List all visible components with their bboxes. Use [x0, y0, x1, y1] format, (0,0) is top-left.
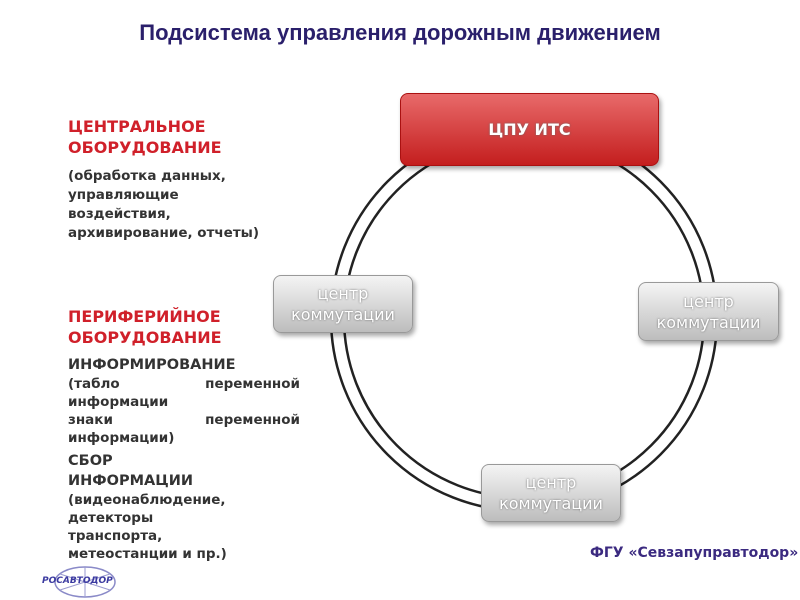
central-heading: ЦЕНТРАЛЬНОЕ ОБОРУДОВАНИЕ: [68, 117, 222, 157]
switch-center-bottom: центр коммутации: [481, 464, 621, 522]
footer-org: ФГУ «Севзапуправтодор»: [590, 545, 799, 561]
desc-line: управляющие: [68, 187, 179, 203]
central-desc: (обработка данных, управляющие воздейств…: [68, 167, 259, 243]
page-title: Подсистема управления дорожным движением: [139, 20, 661, 45]
info-line: информации: [68, 394, 169, 410]
collect-line: метеостанции и пр.): [68, 546, 227, 562]
collect-line: детекторы: [68, 510, 154, 526]
cpu-its-box: ЦПУ ИТС: [400, 93, 659, 166]
collect-heading: ИНФОРМАЦИИ: [68, 473, 193, 489]
info-block: ИНФОРМИРОВАНИЕ (табло переменной информа…: [68, 355, 300, 447]
info-heading: ИНФОРМИРОВАНИЕ: [68, 357, 236, 373]
desc-line: архивирование, отчеты): [68, 225, 260, 241]
info-line: знаки переменной: [68, 412, 300, 428]
switch-center-left: центр коммутации: [273, 275, 413, 333]
info-line: (табло переменной: [68, 376, 300, 392]
collect-line: (видеонаблюдение,: [68, 492, 226, 508]
switch-center-right: центр коммутации: [638, 282, 779, 341]
logo-text: РОСАВТОДОР: [42, 576, 113, 586]
desc-line: воздействия,: [68, 206, 171, 222]
info-line: информации): [68, 430, 175, 446]
collect-block: СБОР ИНФОРМАЦИИ (видеонаблюдение, детект…: [68, 451, 227, 563]
collect-line: транспорта,: [68, 528, 163, 544]
rosavtodor-logo: РОСАВТОДОР: [40, 566, 130, 599]
peripheral-heading: ПЕРИФЕРИЙНОЕ ОБОРУДОВАНИЕ: [68, 307, 222, 347]
collect-heading: СБОР: [68, 453, 113, 469]
desc-line: (обработка данных,: [68, 168, 226, 184]
